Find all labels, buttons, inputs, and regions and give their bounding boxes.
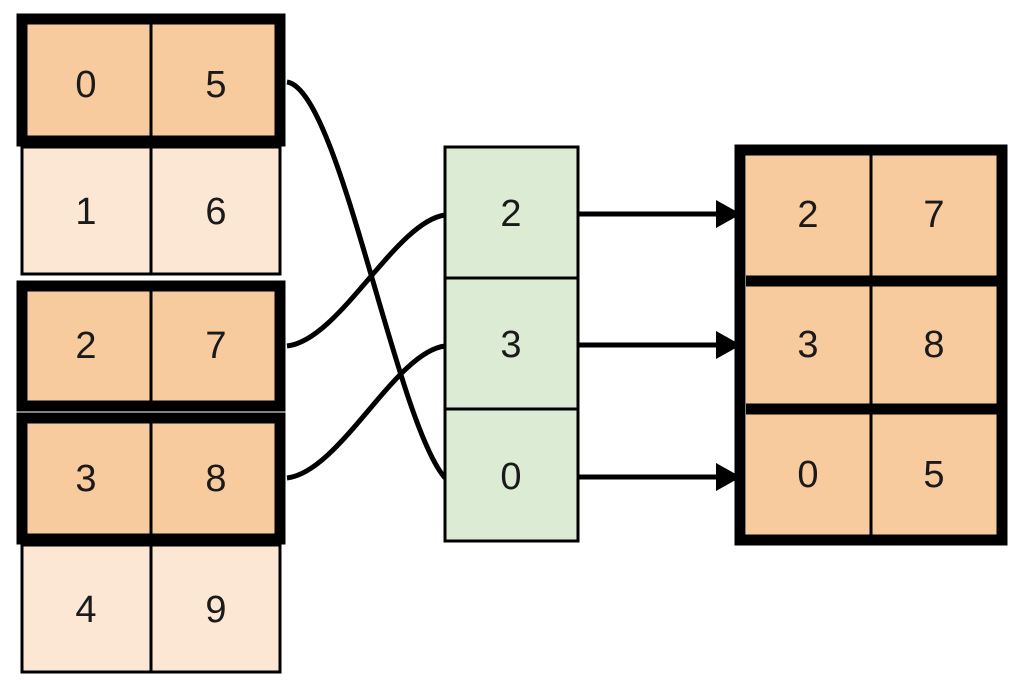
source-cell-1-0[interactable]	[22, 147, 150, 274]
source-cell-3-0[interactable]	[22, 418, 150, 539]
source-row-4[interactable]: 4 9	[20, 543, 282, 674]
index-cell-1-rect[interactable]	[445, 278, 578, 409]
source-row-3[interactable]: 3 8	[16, 412, 286, 545]
source-row-2[interactable]: 2 7	[16, 280, 286, 412]
index-cell-2-rect[interactable]	[445, 409, 578, 541]
index-cell-0-rect[interactable]	[445, 147, 578, 278]
connector-curves	[286, 79, 447, 481]
source-cell-0-0[interactable]	[22, 19, 150, 141]
result-cell-2-1[interactable]	[872, 411, 997, 535]
source-row-3-highlight-outline	[16, 412, 286, 545]
connector-row3-to-index-cell-1	[286, 343, 446, 481]
arrow-head-icon-2	[716, 463, 741, 491]
index-column: 2 3 0	[443, 145, 580, 543]
arrow-index-1-to-result-row-1	[578, 331, 741, 359]
source-row-0-highlight-outline	[16, 13, 286, 147]
result-cell-0-1[interactable]	[872, 155, 997, 279]
result-cell-1-0[interactable]	[746, 283, 871, 407]
source-row-1[interactable]: 1 6	[20, 145, 282, 276]
index-cell-1[interactable]: 3	[443, 276, 580, 411]
arrow-head-icon-0	[716, 200, 741, 228]
result-table-outline	[734, 144, 1008, 546]
result-cell-1-1[interactable]	[872, 283, 997, 407]
arrow-index-2-to-result-row-2	[578, 463, 741, 491]
result-arrows	[578, 200, 741, 491]
source-cell-2-0[interactable]	[22, 286, 150, 406]
source-cell-4-1[interactable]	[152, 545, 280, 672]
arrow-head-icon-1	[716, 331, 741, 359]
arrow-index-0-to-result-row-0	[578, 200, 741, 228]
source-cell-2-1[interactable]	[152, 286, 280, 406]
result-table: 2 7 3 8 0 5	[734, 144, 1008, 546]
result-cell-0-0[interactable]	[746, 155, 871, 279]
source-cell-1-1[interactable]	[152, 147, 280, 274]
source-cell-0-1[interactable]	[152, 19, 280, 141]
source-row-0[interactable]: 0 5	[16, 13, 286, 147]
connector-row0-to-index-cell-2	[286, 79, 447, 480]
source-row-2-highlight-outline	[16, 280, 286, 412]
connector-row2-to-index-cell-0	[286, 212, 446, 349]
source-cell-3-1[interactable]	[152, 418, 280, 539]
source-table: 0 5 1 6 2 7 3 8	[16, 13, 286, 674]
result-cell-2-0[interactable]	[746, 411, 871, 535]
index-cell-0[interactable]: 2	[443, 145, 580, 280]
index-cell-2[interactable]: 0	[443, 407, 580, 543]
source-cell-4-0[interactable]	[22, 545, 150, 672]
